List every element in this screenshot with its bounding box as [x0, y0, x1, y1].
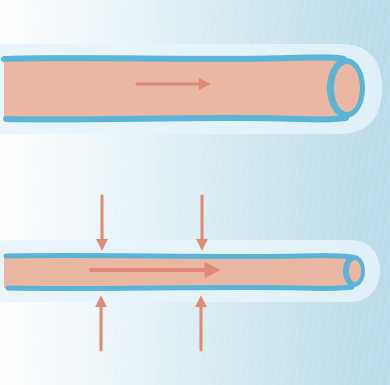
narrow-vessel-upper-wall [6, 255, 352, 257]
narrow-vessel-lower-wall [8, 287, 352, 289]
wide-vessel-body [4, 58, 340, 120]
wide-vessel-upper-wall [4, 57, 344, 59]
wide-vessel [0, 44, 382, 134]
wide-vessel-lower-wall [6, 118, 346, 119]
narrow-vessel [0, 240, 380, 302]
narrow-vessel-lumen [349, 260, 361, 282]
wide-vessel-lumen [334, 64, 360, 112]
